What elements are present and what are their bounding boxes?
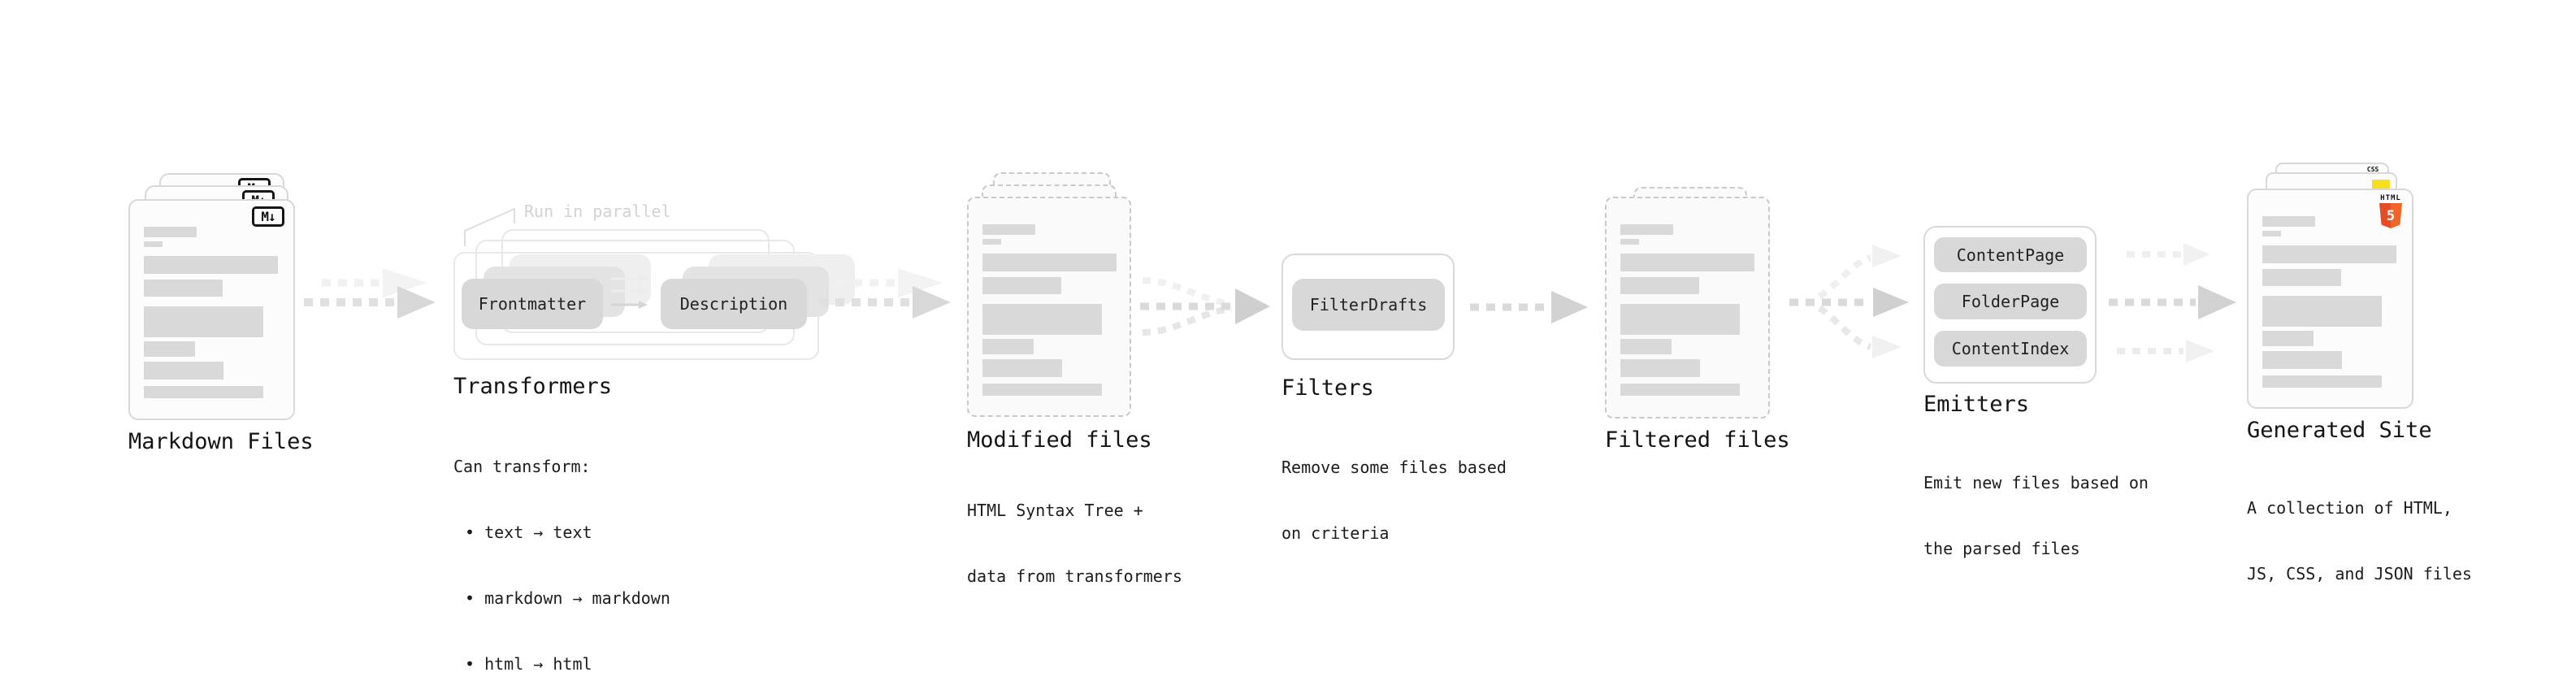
skeleton-bar: [982, 254, 1117, 271]
skeleton-bar: [1620, 359, 1700, 377]
transformer-description-pill: Description: [661, 279, 807, 329]
html5-wordmark: HTML: [2380, 194, 2401, 202]
transformer-frontmatter-pill: Frontmatter: [462, 279, 603, 329]
connector-emitters-to-site: [2109, 243, 2236, 362]
skeleton-bar: [2262, 245, 2396, 263]
transformers-description: Can transform: • text → text • markdown …: [453, 412, 670, 681]
note-leader-line: [464, 207, 515, 246]
stage-label-transformers: Transformers: [453, 374, 613, 399]
skeleton-bar: [982, 304, 1102, 335]
skeleton-bar: [144, 362, 223, 380]
filters-description: Remove some files based on criteria: [1281, 413, 1507, 588]
skeleton-bar: [982, 359, 1062, 377]
description-line: A collection of HTML,: [2247, 498, 2452, 518]
skeleton-bar: [1620, 254, 1754, 271]
emitter-contentpage-pill: ContentPage: [1934, 237, 2087, 272]
emitters-description: Emit new files based on the parsed files: [1923, 428, 2149, 604]
skeleton-bar: [1620, 304, 1740, 335]
doc-skeleton: [1620, 198, 1754, 396]
description-line: Can transform:: [453, 457, 591, 476]
filter-drafts-pill: FilterDrafts: [1292, 279, 1445, 331]
connector-markdown-to-transformers: [304, 268, 436, 319]
emitter-folderpage-pill: FolderPage: [1934, 284, 2087, 319]
description-line: the parsed files: [1923, 539, 2080, 558]
stage-label-modified-files: Modified files: [967, 427, 1152, 453]
description-line: JS, CSS, and JSON files: [2247, 564, 2472, 583]
connector-filters-to-filtered: [1470, 291, 1588, 323]
skeleton-bar: [2262, 231, 2281, 236]
skeleton-bar: [982, 384, 1102, 396]
js-badge-icon: [2372, 180, 2390, 189]
run-in-parallel-note: Run in parallel: [524, 202, 671, 221]
document-card-front: HTML 5: [2247, 189, 2413, 409]
skeleton-bar: [144, 280, 223, 297]
skeleton-bar: [2262, 216, 2315, 227]
stage-label-markdown-files: Markdown Files: [128, 429, 314, 454]
skeleton-bar: [982, 239, 1001, 245]
stage-label-filtered-files: Filtered files: [1605, 427, 1790, 453]
parallel-arrows-icon: [611, 275, 648, 309]
connector-modified-to-filters: [1140, 277, 1270, 336]
bullet-line: • markdown → markdown: [465, 588, 670, 608]
description-line: HTML Syntax Tree +: [967, 501, 1143, 520]
description-line: Emit new files based on: [1923, 473, 2149, 492]
html5-shield: 5: [2379, 203, 2402, 228]
skeleton-bar: [144, 341, 195, 357]
skeleton-bar: [144, 256, 278, 274]
skeleton-bar: [2262, 331, 2314, 346]
skeleton-bar: [2262, 269, 2341, 286]
document-card-front: [967, 197, 1131, 417]
skeleton-bar: [1620, 339, 1672, 354]
description-line: data from transformers: [967, 566, 1182, 586]
skeleton-bar: [144, 306, 263, 337]
doc-skeleton: [144, 201, 278, 398]
stage-label-emitters: Emitters: [1923, 392, 2030, 417]
bullet-line: • html → html: [465, 654, 592, 674]
skeleton-bar: [1620, 277, 1699, 294]
doc-skeleton: [982, 198, 1117, 396]
skeleton-bar: [982, 224, 1035, 235]
generated-site-description: A collection of HTML, JS, CSS, and JSON …: [2247, 453, 2472, 629]
skeleton-bar: [144, 386, 263, 398]
skeleton-bar: [144, 227, 197, 237]
skeleton-bar: [2262, 296, 2382, 327]
doc-skeleton: [2262, 190, 2396, 388]
connector-transformers-to-modified: [819, 268, 951, 319]
skeleton-bar: [982, 277, 1061, 294]
stage-label-generated-site: Generated Site: [2247, 418, 2432, 443]
modified-files-description: HTML Syntax Tree + data from transformer…: [967, 456, 1182, 631]
description-line: Remove some files based: [1281, 458, 1507, 477]
skeleton-bar: [1620, 384, 1740, 396]
skeleton-bar: [1620, 239, 1639, 245]
document-card-front: [1605, 197, 1770, 419]
html5-number: 5: [2386, 207, 2396, 224]
connector-filtered-to-emitters: [1789, 245, 1909, 358]
skeleton-bar: [2262, 375, 2382, 388]
html5-icon: HTML 5: [2377, 194, 2405, 228]
skeleton-bar: [1620, 224, 1673, 235]
description-line: on criteria: [1281, 523, 1390, 543]
skeleton-bar: [144, 241, 163, 247]
skeleton-bar: [982, 339, 1034, 354]
skeleton-bar: [2262, 351, 2342, 369]
document-card-front: M↓: [128, 199, 295, 420]
bullet-line: • text → text: [465, 523, 592, 542]
markdown-icon: M↓: [252, 206, 284, 227]
emitter-contentindex-pill: ContentIndex: [1934, 331, 2087, 367]
stage-label-filters: Filters: [1281, 375, 1374, 401]
